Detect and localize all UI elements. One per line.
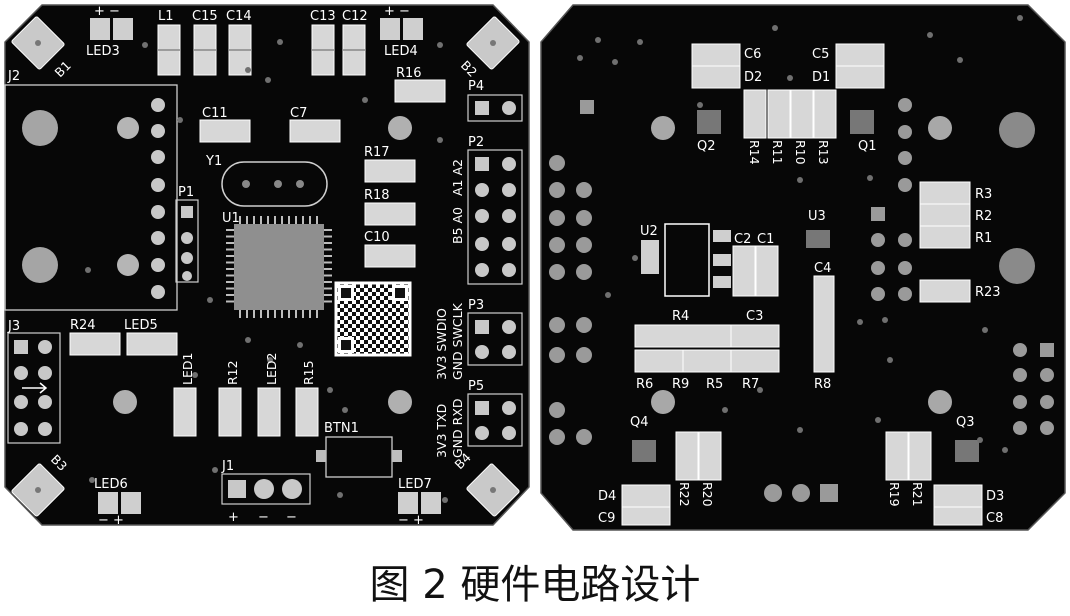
label-c11: C11 [202, 106, 228, 121]
right-board: C6 D2 C5 D1 Q2 Q1 R3 R2 R1 R23 U2 U3 C2 … [540, 4, 1066, 531]
label-d1: D1 [812, 70, 830, 85]
label-r9: R9 [672, 377, 689, 392]
j1-pin2: − [258, 510, 269, 525]
p2-pins-1: B5 A0 [450, 207, 465, 244]
p3-pins-0: 3V3 SWDIO [434, 308, 449, 380]
label-j3: J3 [7, 319, 20, 334]
label-r2: R2 [975, 209, 992, 224]
label-r6: R6 [636, 377, 653, 392]
label-q4: Q4 [630, 415, 649, 430]
label-r11: R11 [770, 140, 785, 165]
label-c14: C14 [226, 9, 252, 24]
left-board: J2 J3 P1 P4 P2 P3 P5 J1 LED3 LED4 LED5 L… [4, 4, 530, 528]
label-c2: C2 [734, 232, 751, 247]
label-r13: R13 [816, 140, 831, 165]
label-d4: D4 [598, 489, 616, 504]
label-p5: P5 [468, 379, 484, 394]
label-c8: C8 [986, 511, 1003, 526]
label-d2: D2 [744, 70, 762, 85]
label-led2: LED2 [264, 353, 279, 385]
label-c5: C5 [812, 47, 829, 62]
label-led1: LED1 [180, 353, 195, 385]
j2-outline [4, 84, 178, 311]
label-r18: R18 [364, 188, 390, 203]
figure-caption: 图 2 硬件电路设计 [370, 562, 701, 608]
j1-pin1: + [228, 510, 239, 525]
label-c10: C10 [364, 230, 390, 245]
label-c12: C12 [342, 9, 368, 24]
label-c7: C7 [290, 106, 307, 121]
label-c6: C6 [744, 47, 761, 62]
label-c13: C13 [310, 9, 336, 24]
j3-outline [7, 332, 61, 444]
label-r23: R23 [975, 285, 1001, 300]
led6-pol: − + [98, 513, 124, 528]
label-r24: R24 [70, 318, 96, 333]
label-led5: LED5 [124, 318, 158, 333]
j2-pins [151, 98, 165, 299]
label-r19: R19 [887, 482, 902, 507]
label-p1: P1 [178, 185, 194, 200]
j1-pin3: − [286, 510, 297, 525]
label-r3: R3 [975, 187, 992, 202]
label-r4: R4 [672, 309, 689, 324]
label-u3: U3 [808, 209, 826, 224]
label-r20: R20 [700, 482, 715, 507]
p5-pins-0: 3V3 TXD [434, 404, 449, 458]
label-led4: LED4 [384, 44, 418, 59]
led3-pol: + − [94, 4, 120, 19]
label-r5: R5 [706, 377, 723, 392]
label-r1: R1 [975, 231, 992, 246]
label-q3: Q3 [956, 415, 975, 430]
label-q2: Q2 [697, 139, 716, 154]
label-r7: R7 [742, 377, 759, 392]
label-q1: Q1 [858, 139, 877, 154]
label-r16: R16 [396, 66, 422, 81]
label-y1: Y1 [205, 154, 222, 169]
p3-pins-1: GND SWCLK [450, 302, 465, 380]
label-d3: D3 [986, 489, 1004, 504]
label-l1: L1 [158, 9, 174, 24]
led4-pol: + − [384, 4, 410, 19]
label-led6: LED6 [94, 477, 128, 492]
label-led7: LED7 [398, 477, 432, 492]
label-r22: R22 [677, 482, 692, 507]
label-j2: J2 [7, 69, 20, 84]
mcu-chip [226, 216, 332, 318]
label-c4: C4 [814, 261, 831, 276]
label-c15: C15 [192, 9, 218, 24]
label-j1: J1 [221, 459, 234, 474]
label-r14: R14 [747, 140, 762, 165]
label-r8: R8 [814, 377, 831, 392]
label-r21: R21 [910, 482, 925, 507]
label-p3: P3 [468, 298, 484, 313]
p5-pins-1: GND RXD [450, 398, 465, 458]
led7-pol: − + [398, 513, 424, 528]
label-c9: C9 [598, 511, 615, 526]
label-led3: LED3 [86, 44, 120, 59]
label-c3: C3 [746, 309, 763, 324]
p2-pins-0: A1 A2 [450, 159, 465, 196]
label-c1: C1 [757, 232, 774, 247]
label-r15: R15 [301, 360, 316, 385]
label-r10: R10 [793, 140, 808, 165]
label-btn1: BTN1 [324, 421, 359, 436]
label-u1: U1 [222, 211, 240, 226]
label-u2: U2 [640, 224, 658, 239]
label-p2: P2 [468, 135, 484, 150]
label-r17: R17 [364, 145, 390, 160]
label-r12: R12 [225, 360, 240, 385]
label-p4: P4 [468, 79, 484, 94]
